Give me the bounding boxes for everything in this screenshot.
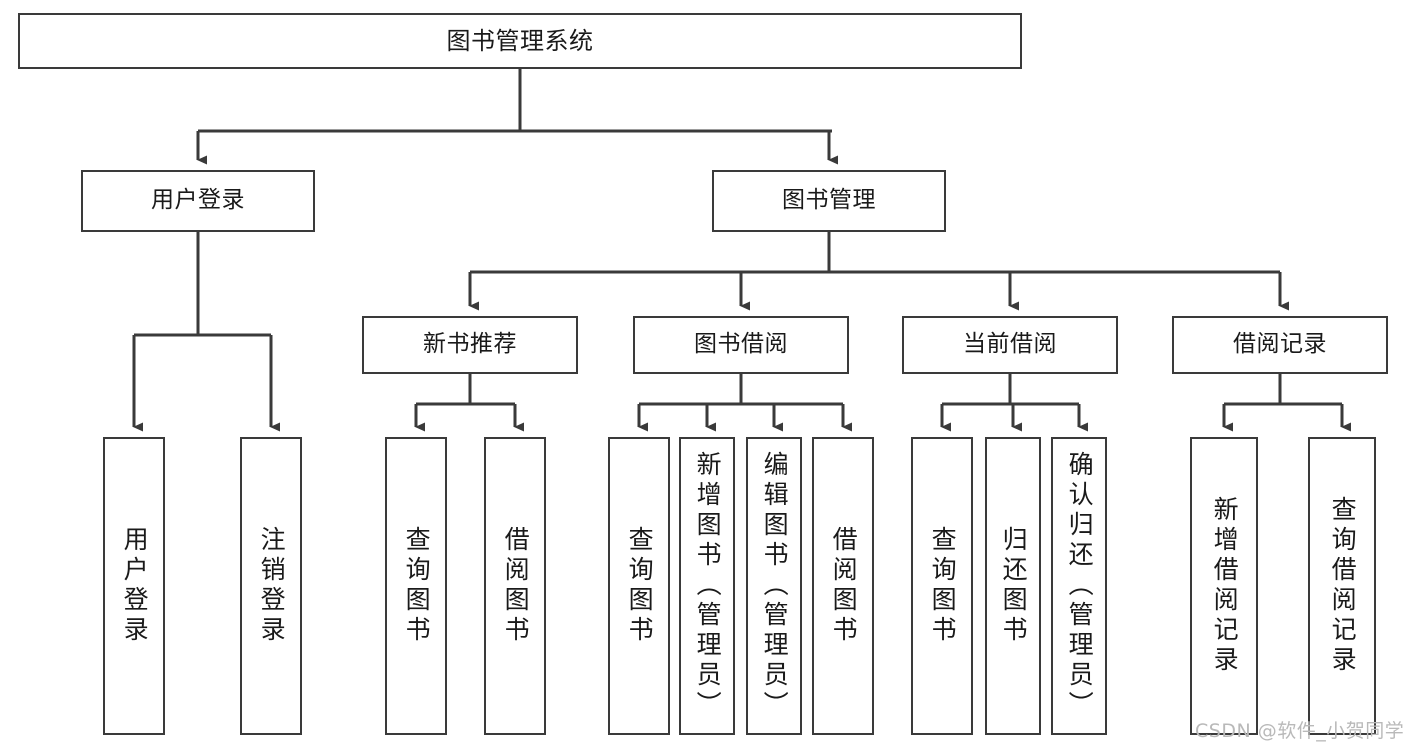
leaf-query-borrow-record-label: 查询借阅记录 (1328, 496, 1358, 676)
leaf-query-book-recommend[interactable]: 查询图书 (385, 437, 447, 735)
leaf-borrow-book-recommend[interactable]: 借阅图书 (484, 437, 546, 735)
leaf-edit-book-admin-label: 编辑图书（管理员） (760, 451, 790, 721)
node-borrow-record-label: 借阅记录 (1233, 331, 1327, 358)
leaf-query-book-recommend-label: 查询图书 (402, 526, 432, 646)
leaf-query-borrow-record[interactable]: 查询借阅记录 (1308, 437, 1376, 735)
leaf-logout-label: 注销登录 (257, 526, 287, 646)
leaf-add-book-admin-label: 新增图书（管理员） (693, 451, 723, 721)
node-borrow-record[interactable]: 借阅记录 (1172, 316, 1388, 374)
node-user-login-label: 用户登录 (151, 187, 245, 214)
leaf-user-login-label: 用户登录 (120, 526, 150, 646)
leaf-confirm-return-admin[interactable]: 确认归还（管理员） (1051, 437, 1107, 735)
node-book-borrow-label: 图书借阅 (694, 331, 788, 358)
node-book-management[interactable]: 图书管理 (712, 170, 946, 232)
node-current-borrow-label: 当前借阅 (963, 331, 1057, 358)
node-new-book-recommend-label: 新书推荐 (423, 331, 517, 358)
leaf-query-book-current-label: 查询图书 (928, 526, 958, 646)
node-root-label: 图书管理系统 (446, 26, 594, 55)
node-book-borrow[interactable]: 图书借阅 (633, 316, 849, 374)
leaf-borrow-book[interactable]: 借阅图书 (812, 437, 874, 735)
leaf-query-book-borrow[interactable]: 查询图书 (608, 437, 670, 735)
node-root[interactable]: 图书管理系统 (18, 13, 1022, 69)
node-new-book-recommend[interactable]: 新书推荐 (362, 316, 578, 374)
leaf-edit-book-admin[interactable]: 编辑图书（管理员） (746, 437, 802, 735)
leaf-query-book-current[interactable]: 查询图书 (911, 437, 973, 735)
leaf-borrow-book-recommend-label: 借阅图书 (501, 526, 531, 646)
leaf-borrow-book-label: 借阅图书 (829, 526, 859, 646)
leaf-return-book[interactable]: 归还图书 (985, 437, 1041, 735)
leaf-confirm-return-admin-label: 确认归还（管理员） (1065, 451, 1095, 721)
leaf-add-borrow-record-label: 新增借阅记录 (1210, 496, 1240, 676)
leaf-add-book-admin[interactable]: 新增图书（管理员） (679, 437, 735, 735)
csdn-watermark: CSDN @软件_小贺同学 (1195, 720, 1405, 742)
leaf-user-login[interactable]: 用户登录 (103, 437, 165, 735)
node-user-login[interactable]: 用户登录 (81, 170, 315, 232)
node-current-borrow[interactable]: 当前借阅 (902, 316, 1118, 374)
leaf-return-book-label: 归还图书 (999, 526, 1029, 646)
leaf-add-borrow-record[interactable]: 新增借阅记录 (1190, 437, 1258, 735)
node-book-management-label: 图书管理 (782, 187, 876, 214)
leaf-logout[interactable]: 注销登录 (240, 437, 302, 735)
leaf-query-book-borrow-label: 查询图书 (625, 526, 655, 646)
